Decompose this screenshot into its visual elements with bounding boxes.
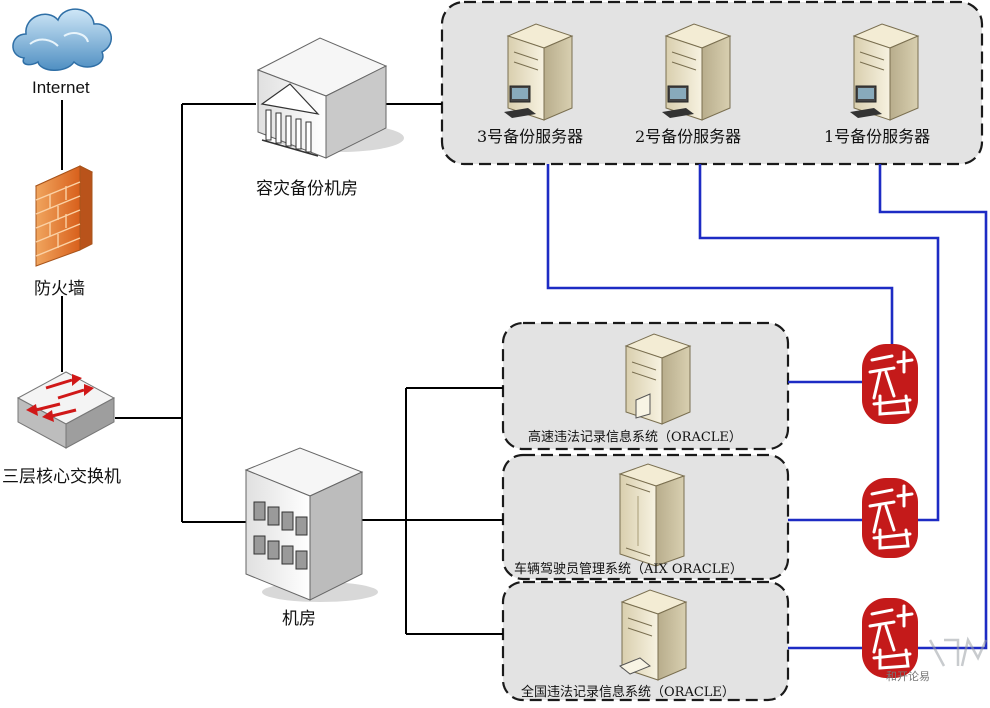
backup-server-2-label: 2号备份服务器 — [635, 127, 742, 146]
black-links — [61, 100, 503, 635]
backup-server-1-label: 1号备份服务器 — [824, 127, 931, 146]
watermark-caption: 和开论易 — [886, 670, 930, 683]
highway-system-label: 高速违法记录信息系统（ORACLE） — [528, 430, 742, 445]
internet-label: Internet — [32, 78, 90, 97]
national-system-label: 全国违法记录信息系统（ORACLE） — [521, 685, 735, 700]
cloud-icon — [12, 8, 112, 71]
seal-stamp-icon — [862, 478, 918, 558]
core-switch-label: 三层核心交换机 — [2, 467, 121, 487]
dr-room-label: 容灾备份机房 — [256, 179, 358, 199]
national-server-icon — [619, 589, 688, 681]
backup-server-1-icon — [850, 23, 920, 121]
highway-server-icon — [624, 333, 692, 425]
vehicle-system-label: 车辆驾驶员管理系统（AIX ORACLE） — [514, 562, 743, 577]
dr-building-icon — [256, 37, 404, 159]
firewall-label: 防火墙 — [34, 279, 85, 299]
seal-stamp-icon — [862, 598, 918, 678]
backup-server-3-label: 3号备份服务器 — [477, 127, 584, 146]
machine-room-label: 机房 — [282, 609, 316, 629]
watermark-logo-icon — [928, 636, 988, 667]
firewall-icon — [34, 165, 94, 267]
office-building-icon — [244, 447, 378, 602]
backup-server-2-icon — [662, 23, 732, 121]
backup-server-3-icon — [504, 23, 574, 121]
aix-cabinet-icon — [618, 463, 686, 567]
seal-stamp-icon — [862, 344, 918, 424]
switch-icon — [16, 371, 116, 449]
